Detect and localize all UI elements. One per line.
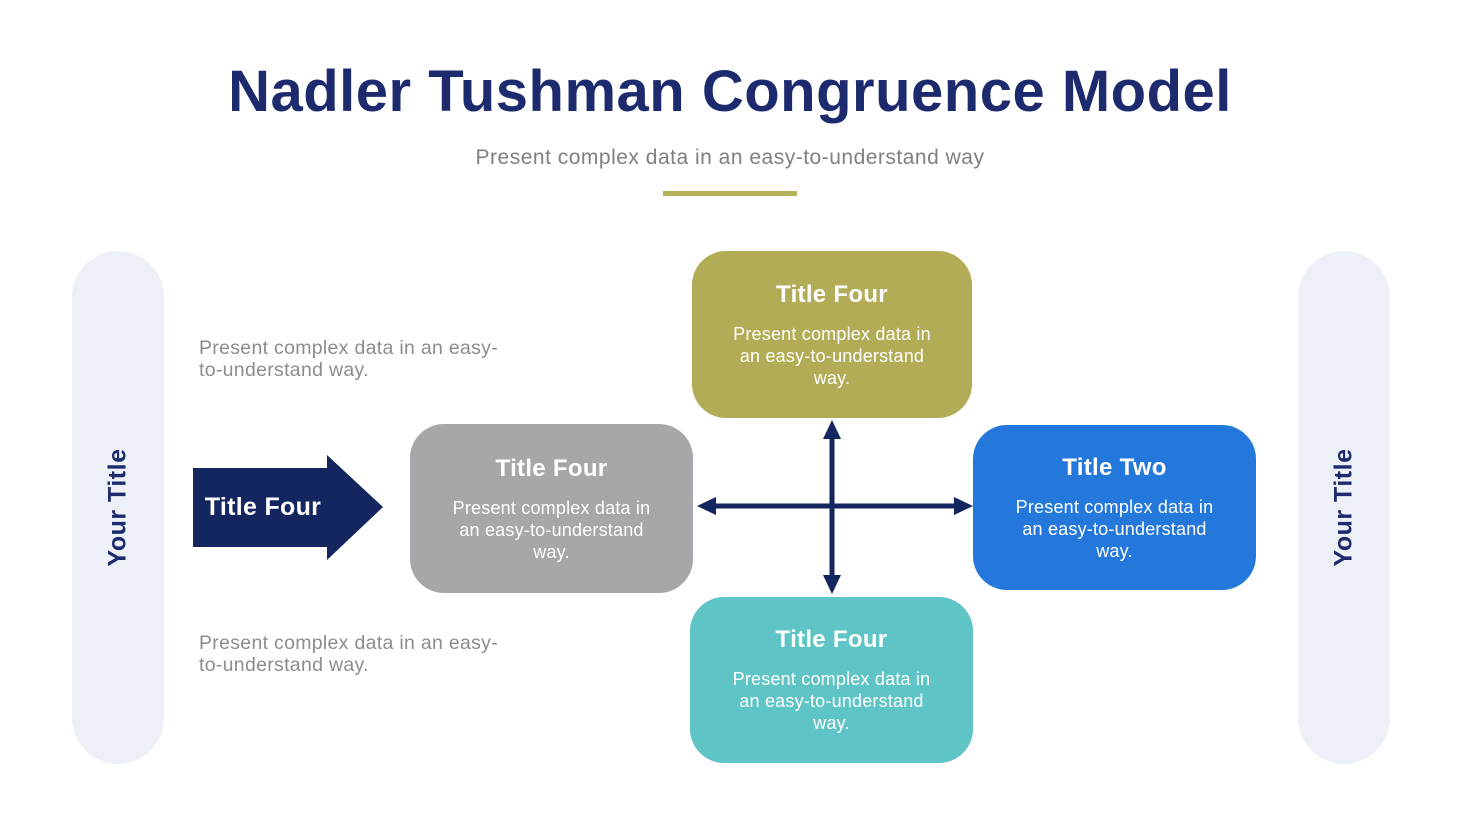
pointer-arrow-label: Title Four [204, 493, 322, 521]
model-box-bottom: Title Four Present complex data in an ea… [690, 597, 973, 763]
box-bottom-body: Present complex data in an easy-to-under… [732, 669, 931, 733]
cross-arrows-icon [697, 420, 973, 594]
model-box-left: Title Four Present complex data in an ea… [410, 424, 693, 593]
box-right-body: Present complex data in an easy-to-under… [1015, 496, 1214, 561]
right-rail-label: Your Title [1329, 448, 1358, 567]
left-rail-label: Your Title [103, 448, 132, 567]
left-rail: Your Title [72, 251, 164, 764]
annotation-top: Present complex data in an easy-to-under… [199, 337, 499, 382]
box-left-title: Title Four [495, 454, 608, 482]
box-left-body: Present complex data in an easy-to-under… [452, 497, 651, 562]
model-box-right: Title Two Present complex data in an eas… [973, 425, 1256, 590]
box-bottom-title: Title Four [775, 626, 888, 653]
box-top-body: Present complex data in an easy-to-under… [733, 323, 931, 388]
title-underline-accent [663, 191, 797, 196]
right-arrow-icon [193, 455, 383, 560]
box-right-title: Title Two [1062, 453, 1167, 481]
box-top-title: Title Four [776, 280, 888, 308]
annotation-bottom: Present complex data in an easy-to-under… [199, 632, 499, 677]
model-box-top: Title Four Present complex data in an ea… [692, 251, 972, 418]
page-subtitle: Present complex data in an easy-to-under… [475, 146, 985, 169]
right-rail: Your Title [1298, 251, 1390, 764]
page-title: Nadler Tushman Congruence Model [228, 59, 1232, 124]
